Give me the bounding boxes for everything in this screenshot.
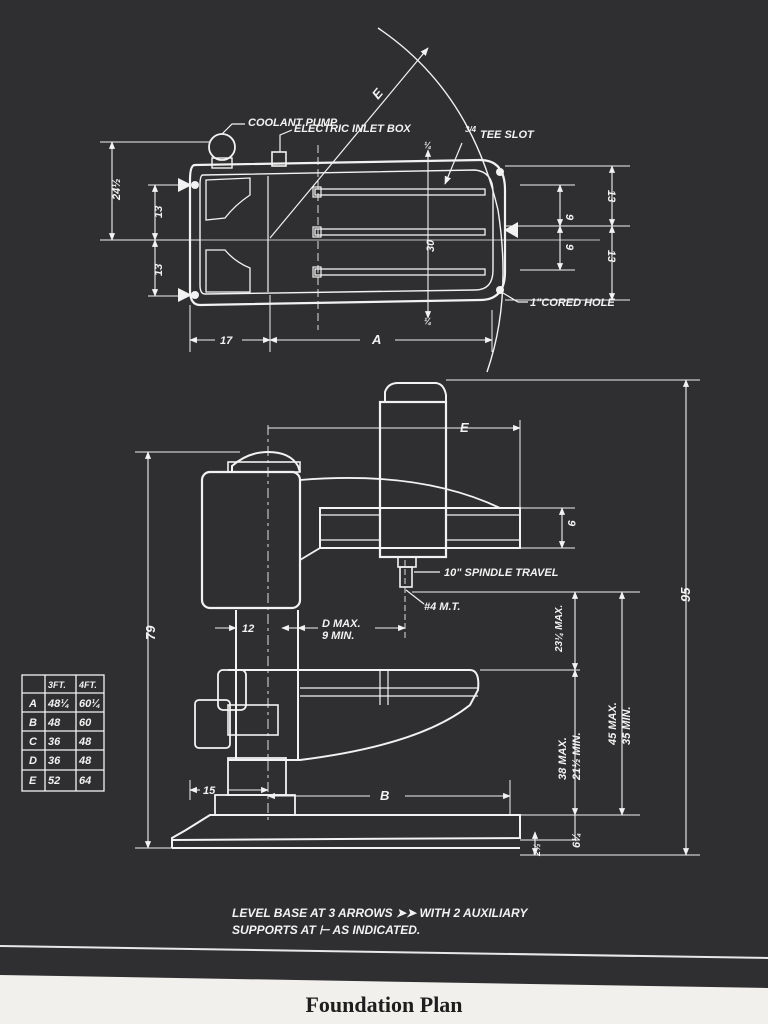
dim-reach-e: E bbox=[460, 420, 469, 435]
label-spindle-travel: 10" SPINDLE TRAVEL bbox=[444, 567, 559, 579]
spindle bbox=[399, 566, 413, 588]
electric-inlet-box-icon bbox=[271, 151, 287, 167]
table-cell: 64 bbox=[79, 775, 91, 787]
label-tee-slot: TEE SLOT bbox=[480, 129, 535, 141]
dim-spindle-to-table: 23¼ MAX. bbox=[554, 605, 565, 653]
dim-left-upper: 13 bbox=[153, 206, 165, 218]
table-cell: 52 bbox=[48, 775, 60, 787]
dim-left-offset: 17 bbox=[220, 335, 233, 347]
label-coolant-pump: COOLANT PUMP bbox=[248, 117, 338, 129]
radius-line bbox=[269, 47, 429, 239]
tee-slot-middle bbox=[314, 228, 486, 236]
dim-quarter-top: ¼ bbox=[424, 140, 432, 150]
dim-center-30: 30 bbox=[425, 239, 437, 252]
table-header-3ft: 3FT. bbox=[48, 680, 66, 690]
table-cell: 48 bbox=[47, 717, 61, 729]
table-cell: 48¼ bbox=[47, 698, 69, 710]
plate-background bbox=[0, 0, 768, 988]
dim-spindle-floor-max: 45 MAX. bbox=[607, 702, 619, 746]
dim-d-min: 9 MIN. bbox=[322, 630, 354, 642]
tee-slot-lower bbox=[314, 268, 486, 276]
plan-base-inner bbox=[199, 169, 494, 295]
table-cell: 36 bbox=[48, 736, 61, 748]
dim-slot-upper: 9 bbox=[563, 214, 575, 221]
dim-spindle-floor-min: 35 MIN. bbox=[621, 706, 633, 745]
label-cored-hole: 1"CORED HOLE bbox=[530, 297, 615, 309]
note-line-1: LEVEL BASE AT 3 ARROWS ➤➤ WITH 2 AUXILIA… bbox=[232, 906, 528, 920]
dim-right-lower: 13 bbox=[605, 250, 617, 262]
base-outline bbox=[171, 814, 521, 848]
dim-table-max: 38 MAX. bbox=[557, 737, 569, 780]
table-cell: 36 bbox=[48, 755, 61, 767]
swing-arc bbox=[377, 27, 504, 373]
dim-arm-height: 9 bbox=[565, 520, 577, 527]
plan-pocket-lower bbox=[205, 249, 251, 293]
dim-column-dia: 12 bbox=[242, 623, 254, 635]
table-row-label: D bbox=[29, 755, 37, 767]
table-row-label: B bbox=[29, 717, 37, 729]
dim-base-plate: 2½ bbox=[532, 843, 542, 857]
table-cell: 48 bbox=[78, 755, 92, 767]
dim-base-offset: 15 bbox=[203, 785, 216, 797]
dim-quarter-bottom: ¼ bbox=[424, 316, 432, 326]
table-row-label: A bbox=[28, 698, 37, 710]
dim-table-min: 21½ MIN. bbox=[571, 732, 583, 781]
radial-arm bbox=[319, 507, 521, 549]
column-base-ring bbox=[227, 757, 287, 796]
table-cell: 60¼ bbox=[79, 698, 100, 710]
plan-pocket-upper bbox=[205, 177, 251, 221]
table-row-label: E bbox=[29, 775, 37, 787]
tee-slots bbox=[312, 186, 486, 278]
table-row-label: C bbox=[29, 736, 38, 748]
label-electric-inlet-box: ELECTRIC INLET BOX bbox=[294, 123, 411, 135]
dim-right-upper: 13 bbox=[605, 190, 617, 202]
table-header-4ft: 4FT. bbox=[78, 680, 97, 690]
dim-length-a: A bbox=[371, 332, 381, 347]
elevation-view bbox=[135, 379, 700, 856]
table-cell: 60 bbox=[79, 717, 92, 729]
tee-slot-upper bbox=[314, 188, 486, 196]
dim-base-length-b: B bbox=[380, 788, 389, 803]
dim-overall-height: 95 bbox=[678, 587, 693, 602]
elevating-crank-housing bbox=[194, 699, 231, 749]
page-caption: Foundation Plan bbox=[305, 992, 463, 1017]
table-cell: 48 bbox=[78, 736, 92, 748]
table-knee bbox=[228, 669, 480, 761]
dim-slot-lower: 9 bbox=[563, 244, 575, 251]
label-tee-slot-fraction: 3/4 bbox=[465, 125, 477, 134]
label-taper: #4 M.T. bbox=[424, 601, 460, 613]
dim-base-height: 6¼ bbox=[571, 833, 583, 848]
size-table-text: 3FT. 4FT. A 48¼ 60¼ B 48 60 C 36 48 D 36… bbox=[28, 680, 100, 787]
dim-d-max: D MAX. bbox=[322, 618, 361, 630]
dim-overall-depth: 24½ bbox=[111, 179, 123, 201]
plan-view bbox=[100, 27, 630, 373]
dim-column-height: 79 bbox=[143, 625, 158, 640]
dim-left-lower: 13 bbox=[153, 264, 165, 276]
size-table bbox=[21, 674, 105, 792]
plate-border-line bbox=[0, 945, 768, 959]
note-line-2: SUPPORTS AT ⊢ AS INDICATED. bbox=[232, 923, 420, 937]
